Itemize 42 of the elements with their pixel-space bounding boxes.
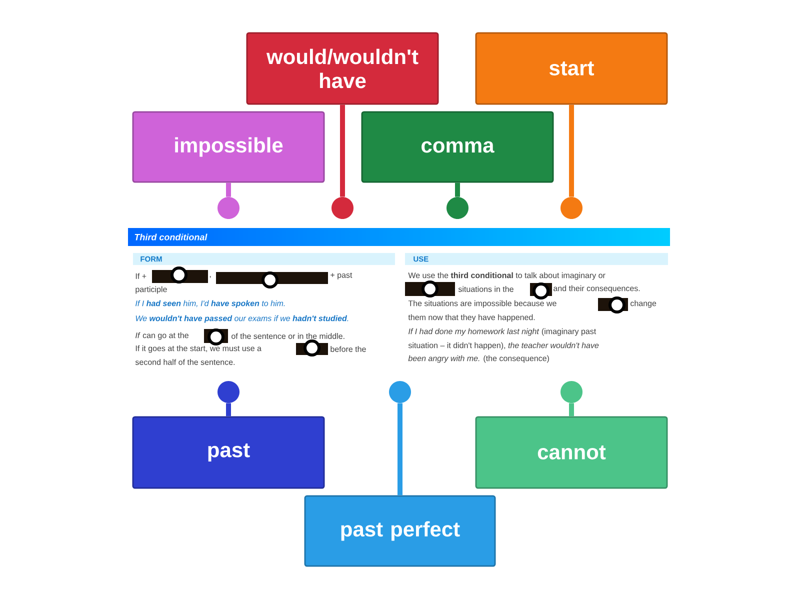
text-line: We use the third conditional to talk about imaginary or — [408, 272, 606, 280]
stem-line — [340, 104, 345, 197]
text-line: change — [630, 300, 656, 308]
pin-dot — [332, 197, 354, 219]
stem-line — [569, 104, 574, 197]
text-line: + past — [330, 272, 352, 280]
text-line: , — [210, 276, 211, 278]
text-line: second half of the sentence. — [135, 359, 235, 365]
text-line: before the — [330, 346, 366, 352]
text-line: If can go at the — [136, 332, 188, 340]
stem-line — [455, 182, 460, 197]
text-line: participle — [136, 286, 167, 294]
panel-title: Third conditional — [134, 234, 208, 240]
stem-line — [226, 403, 231, 416]
example-sentence: If I had seen him, I'd have spoken to him. — [136, 300, 285, 308]
pin-dot — [560, 381, 582, 403]
text-line: situations in the — [458, 286, 514, 292]
pin-dot — [218, 197, 240, 219]
pin-dot — [218, 381, 240, 403]
example-sentence: We wouldn't have passed our exams if we hadn't studied. — [136, 315, 348, 323]
answer-box: past — [132, 416, 325, 489]
text-line: and their consequences. — [554, 285, 640, 293]
pin-dot — [560, 197, 582, 219]
text-line: them now that they have happened. — [408, 314, 535, 322]
text-line: If + — [136, 273, 146, 279]
answer-box: cannot — [475, 416, 668, 489]
answer-box: start — [475, 32, 668, 105]
text-line: been angry with me. (the consequence) — [408, 355, 549, 363]
stem-line — [569, 403, 574, 416]
text-line: situation – it didn't happen), the teacher wouldn't have — [408, 342, 599, 350]
answer-box: past perfect — [304, 495, 496, 567]
text-line: of the sentence or in the middle. — [232, 333, 344, 339]
text-line: If I had done my homework last night (imaginary past — [408, 328, 596, 336]
pin-dot — [389, 381, 411, 403]
answer-box: impossible — [132, 111, 325, 183]
pin-dot — [446, 197, 468, 219]
answer-box: comma — [361, 111, 554, 183]
text-line: If it goes at the start, we must use a — [136, 345, 262, 353]
stem-line — [226, 182, 231, 197]
text-line: The situations are impossible because we — [408, 300, 556, 308]
stem-line — [398, 403, 402, 496]
answer-box: would/wouldn't have — [246, 32, 439, 105]
